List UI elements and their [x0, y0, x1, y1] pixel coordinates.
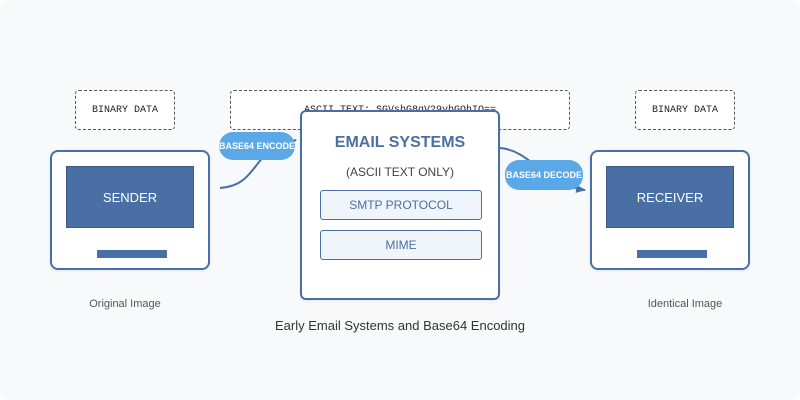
email-systems-subtitle: (ASCII TEXT ONLY) [345, 165, 455, 179]
email-systems-title: EMAIL SYSTEMS [334, 134, 466, 151]
receiver-stand [637, 250, 707, 258]
receiver-caption: Identical Image [647, 298, 723, 310]
diagram-caption: Early Email Systems and Base64 Encoding [274, 318, 525, 333]
mime-box: MIME [320, 230, 482, 260]
base64-decode-label: BASE64 DECODE [505, 160, 583, 190]
receiver-device: RECEIVER [590, 150, 750, 270]
sender-stand [97, 250, 167, 258]
sender-screen: SENDER [66, 166, 194, 228]
smtp-protocol-box: SMTP PROTOCOL [320, 190, 482, 220]
email-systems-box: EMAIL SYSTEMS (ASCII TEXT ONLY) SMTP PRO… [300, 110, 500, 300]
sender-device: SENDER [50, 150, 210, 270]
receiver-screen: RECEIVER [606, 166, 734, 228]
sender-caption: Original Image [89, 298, 161, 310]
receiver-binary-data-tag: BINARY DATA [635, 90, 735, 130]
sender-binary-data-tag: BINARY DATA [75, 90, 175, 130]
base64-encode-label: BASE64 ENCODE [219, 132, 295, 160]
